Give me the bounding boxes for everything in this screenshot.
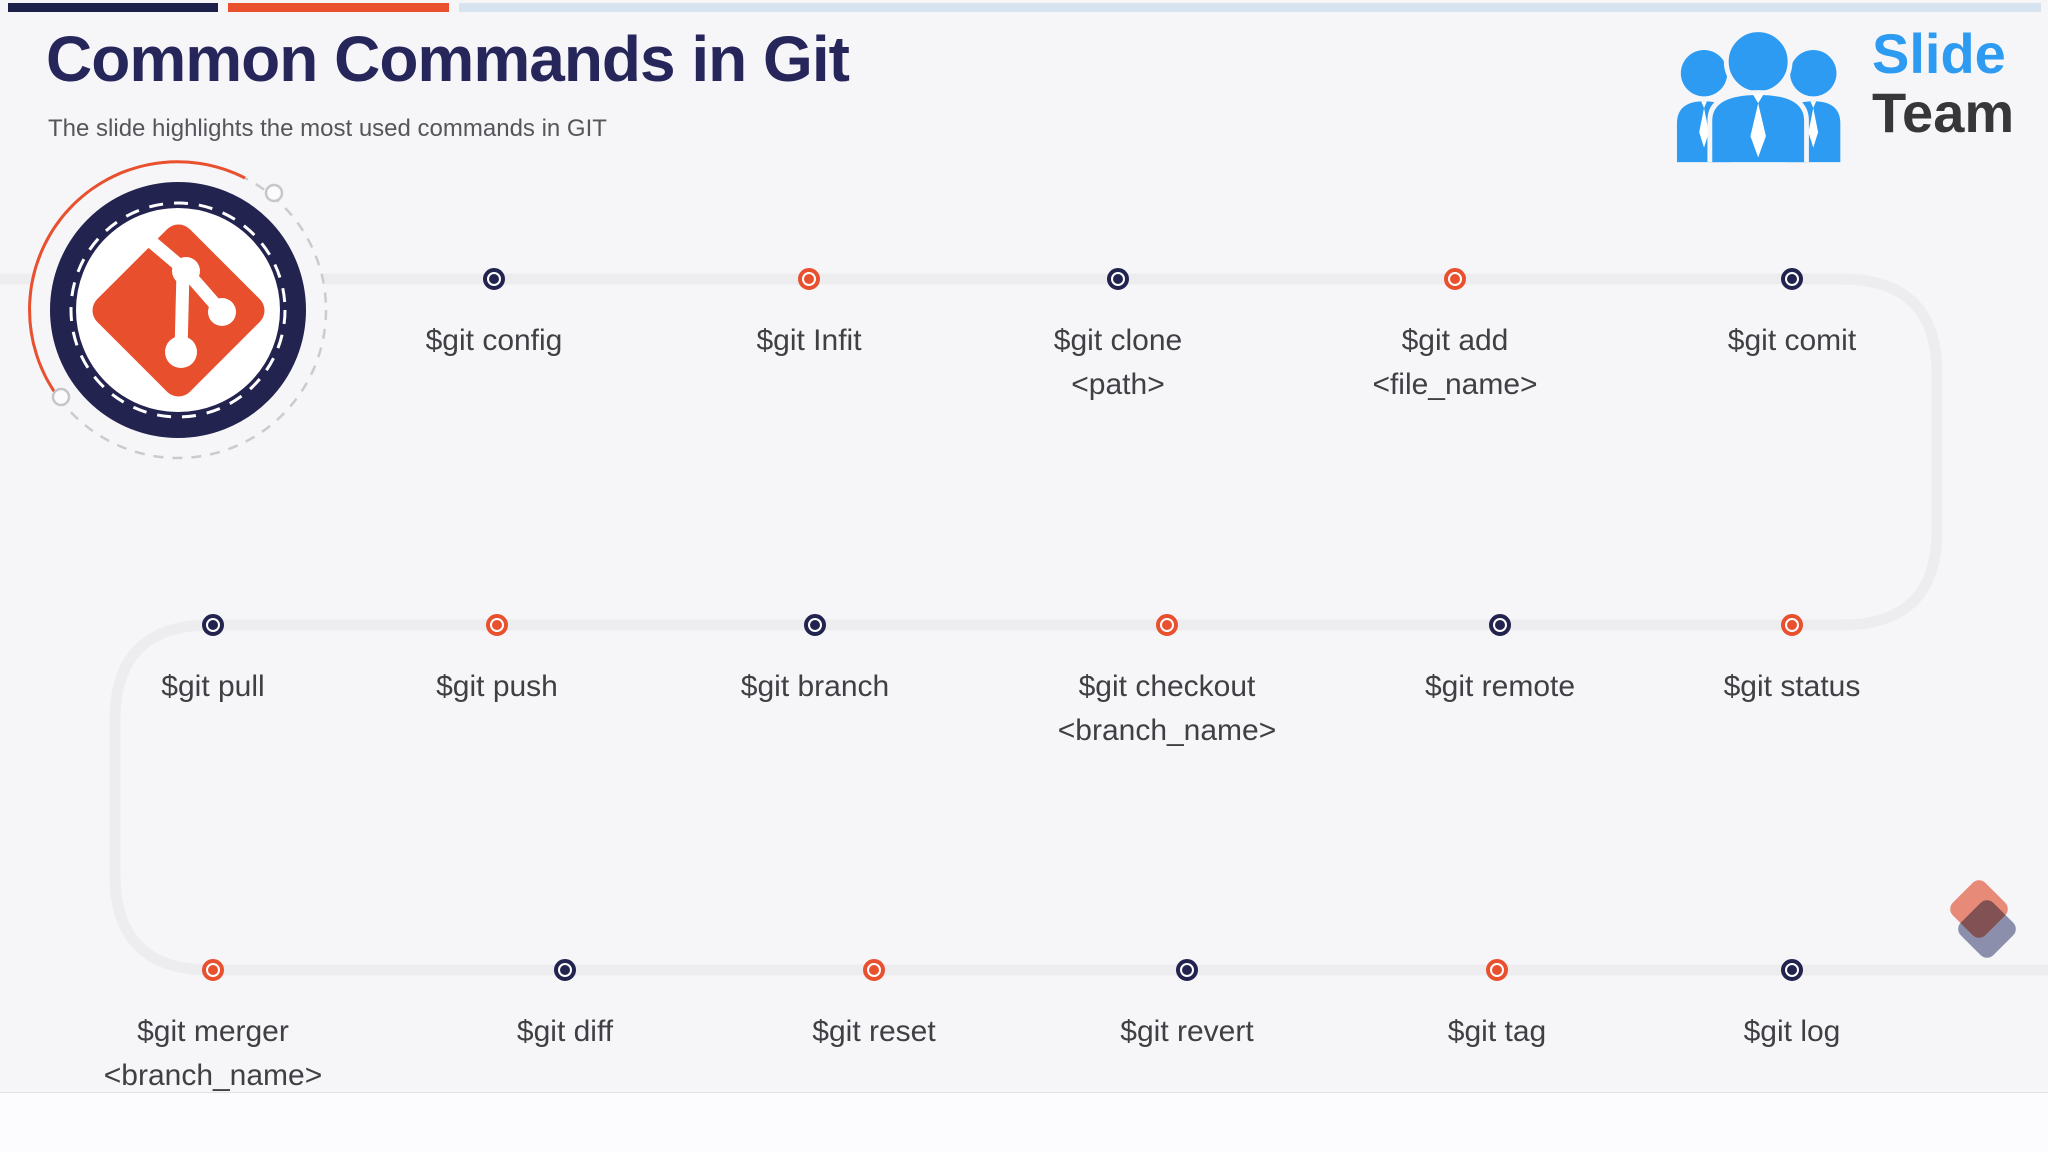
command-label: $git remote xyxy=(1424,670,1576,703)
command-dot xyxy=(202,959,224,981)
command-dot xyxy=(1781,959,1803,981)
command-label: $git tag xyxy=(1447,1015,1547,1048)
command-label: $git log xyxy=(1743,1015,1841,1048)
command-dot xyxy=(483,268,505,290)
command-dot xyxy=(202,614,224,636)
command-dot xyxy=(1176,959,1198,981)
command-dot xyxy=(1781,614,1803,636)
command-label: $git comit xyxy=(1727,324,1857,357)
command-dot xyxy=(1486,959,1508,981)
command-label: $git diff xyxy=(516,1015,614,1048)
page-subtitle: The slide highlights the most used comma… xyxy=(48,115,607,142)
command-dot xyxy=(1156,614,1178,636)
command-dot xyxy=(1489,614,1511,636)
page-title: Common Commands in Git xyxy=(46,23,850,95)
slideteam-logo: Slide Team xyxy=(1668,22,2048,167)
command-dot xyxy=(486,614,508,636)
git-logo-icon xyxy=(28,160,328,460)
command-dot xyxy=(804,614,826,636)
accent-bar-navy xyxy=(8,3,218,12)
footer-divider xyxy=(0,1092,2048,1093)
command-dot xyxy=(554,959,576,981)
accent-bar-lightblue xyxy=(459,3,2041,12)
command-dot xyxy=(798,268,820,290)
command-label: $git clone<path> xyxy=(1053,324,1183,401)
command-label: $git config xyxy=(425,324,563,357)
command-dot xyxy=(1107,268,1129,290)
command-label: $git revert xyxy=(1120,1015,1254,1048)
command-label: $git pull xyxy=(161,670,265,703)
command-label: $git Infit xyxy=(756,324,862,357)
command-dot xyxy=(863,959,885,981)
logo-text-team: Team xyxy=(1872,81,2015,144)
footer-strip xyxy=(0,1093,2048,1152)
command-label: $git status xyxy=(1723,670,1861,703)
logo-text-slide: Slide xyxy=(1872,22,2006,85)
accent-bar-orange xyxy=(228,3,449,12)
command-dot xyxy=(1781,268,1803,290)
command-label: $git branch xyxy=(740,670,890,703)
command-label: $git add<file_name> xyxy=(1372,324,1538,401)
team-people-icon xyxy=(1676,27,1841,163)
command-label: $git push xyxy=(436,670,558,703)
command-label: $git checkout<branch_name> xyxy=(1057,670,1277,747)
command-label: $git reset xyxy=(812,1015,936,1048)
command-label: $git merger<branch_name> xyxy=(103,1015,323,1092)
command-dot xyxy=(1444,268,1466,290)
